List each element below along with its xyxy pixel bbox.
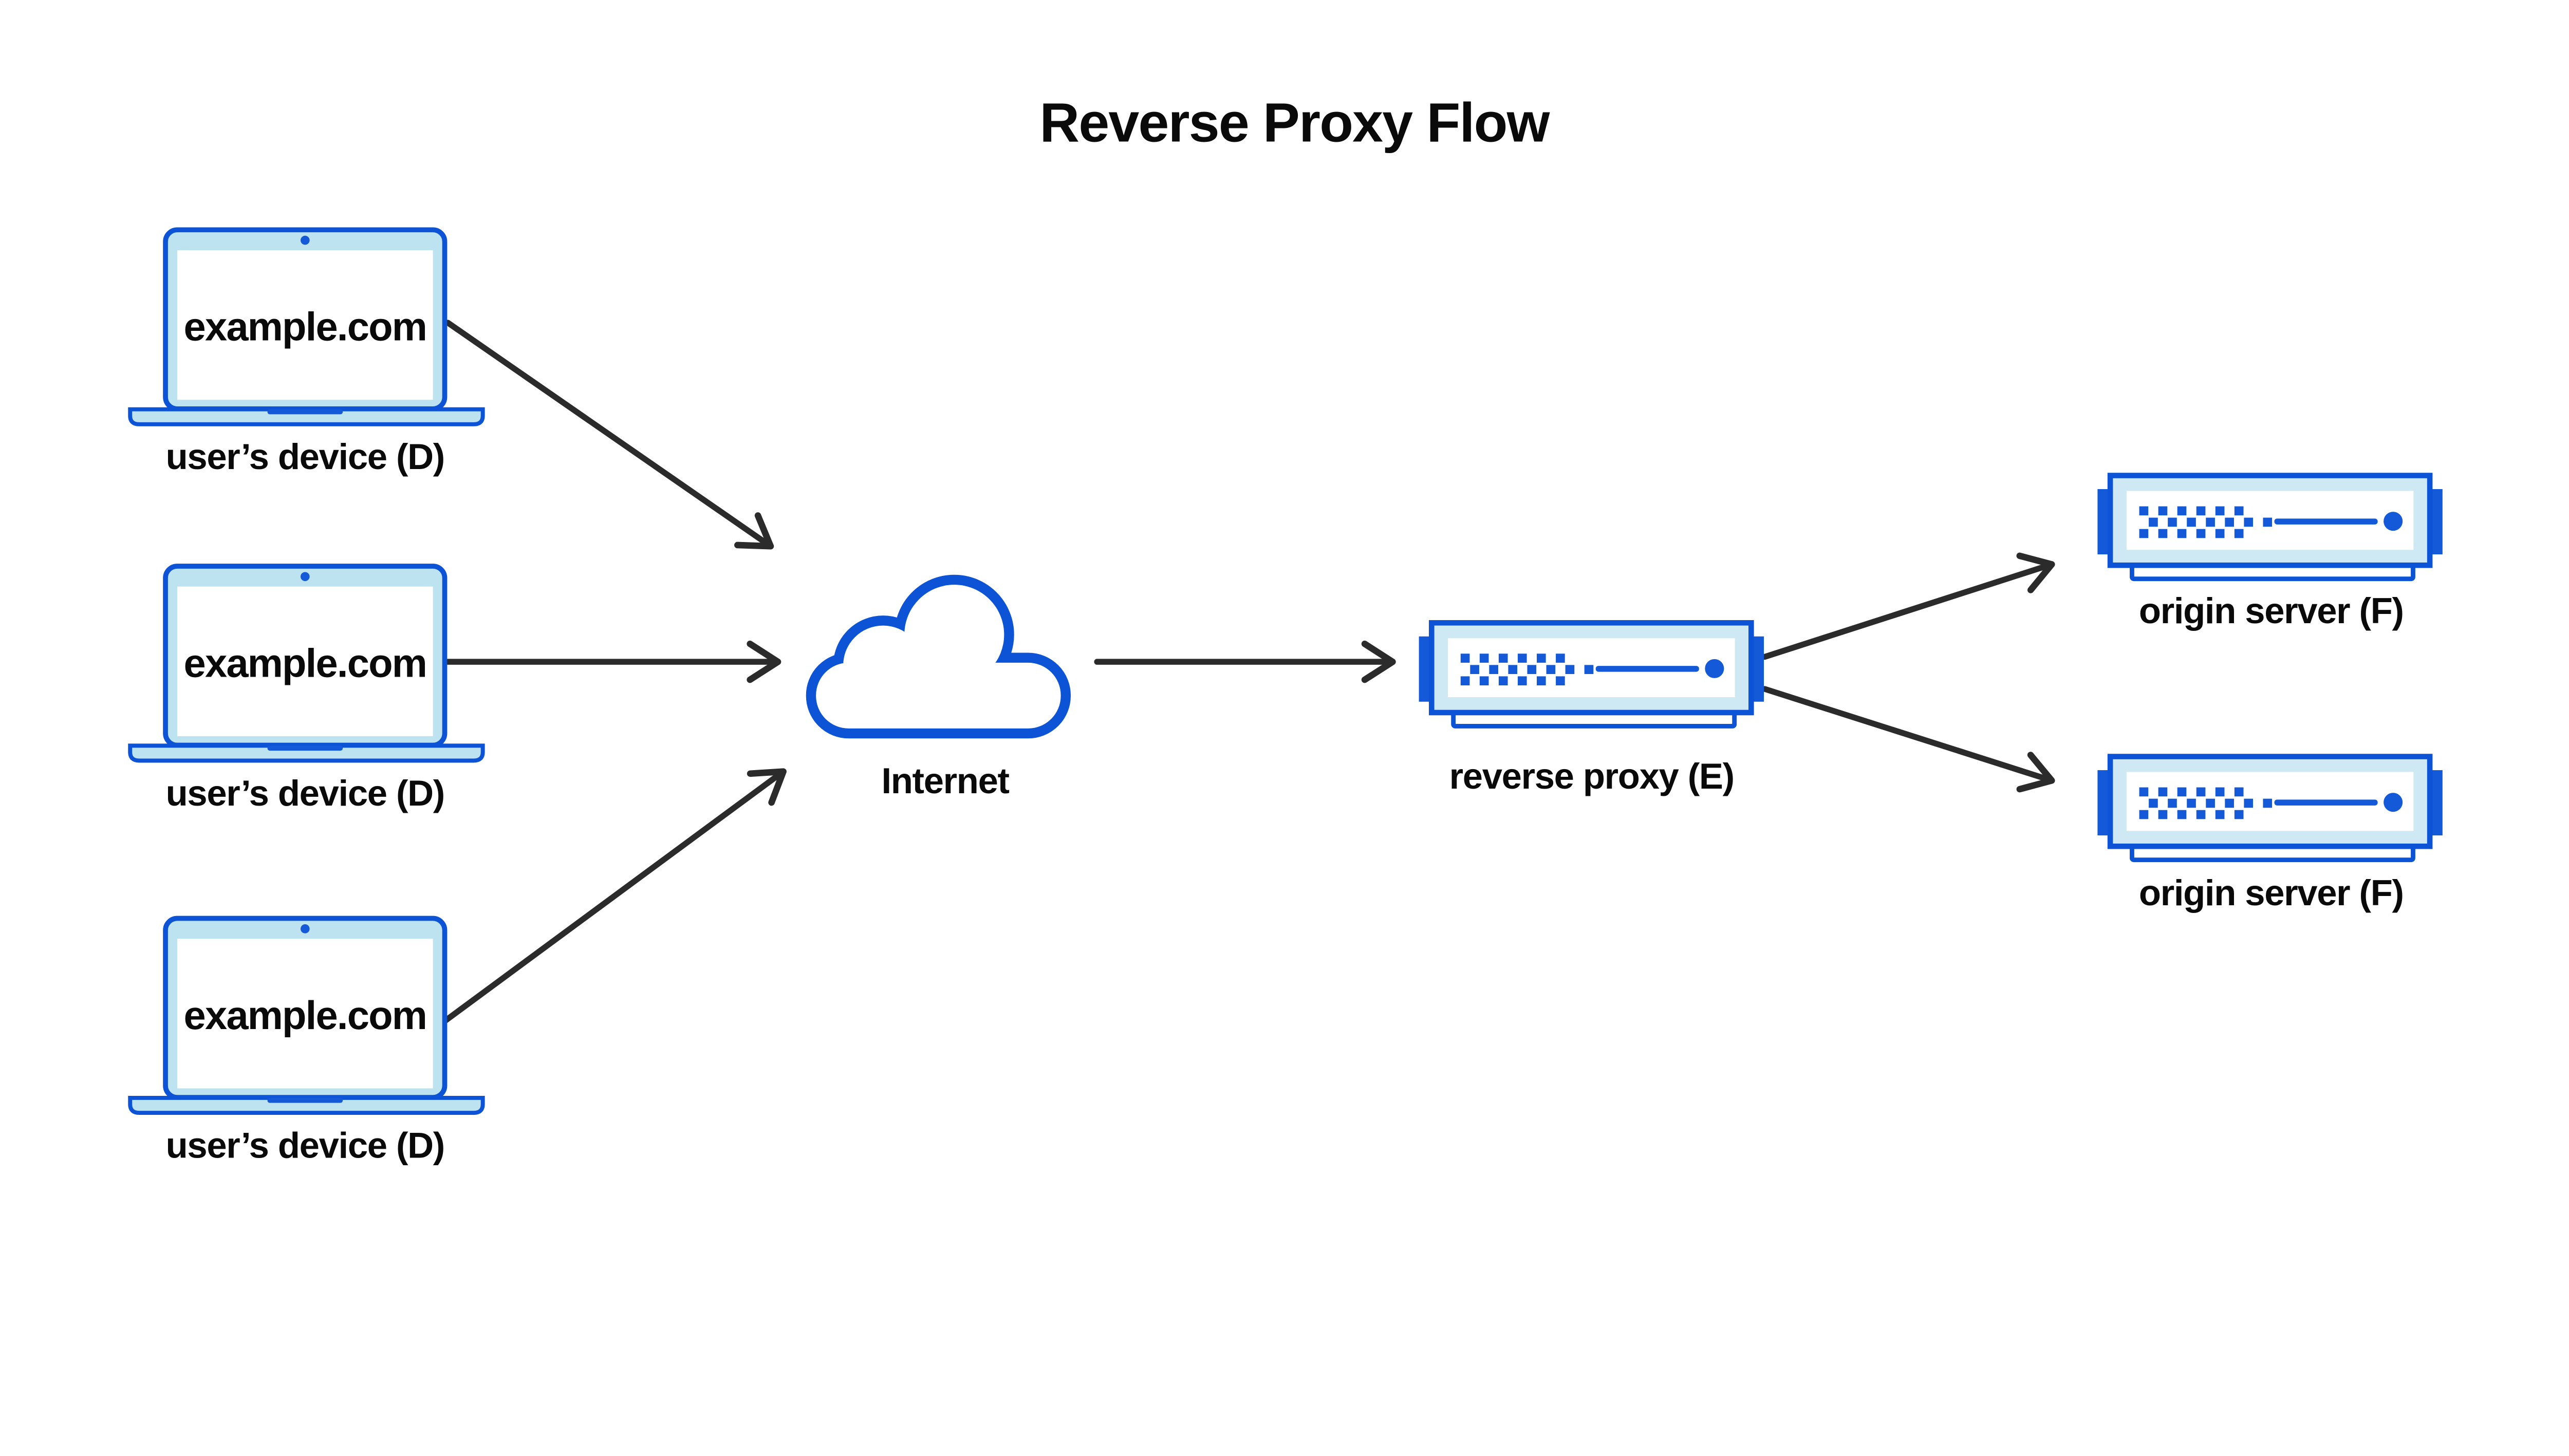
device-caption: user’s device (D) [166,436,444,477]
origin-server-label: origin server (F) [2139,872,2404,913]
server-icon [2097,757,2442,860]
diagram-stage: Reverse Proxy Flow example.com user’s de… [0,91,2569,1166]
server-icon [2097,476,2442,579]
origin-server-label: origin server (F) [2139,590,2404,631]
user-device-1: example.com user’s device (D) [130,230,482,477]
reverse-proxy-label: reverse proxy (E) [1449,756,1734,796]
user-device-2: example.com user’s device (D) [130,566,482,813]
device-caption: user’s device (D) [166,1125,444,1165]
internet-label: Internet [881,760,1009,801]
device-screen-label: example.com [184,641,426,685]
origin-server-2: origin server (F) [2097,757,2442,913]
server-icon [1419,623,1764,726]
diagram-title: Reverse Proxy Flow [1039,91,1550,153]
device-caption: user’s device (D) [166,773,444,813]
arrow-proxy-to-origin2 [1762,686,2055,793]
arrow-device3-to-internet [442,768,787,1024]
arrow-proxy-to-origin1 [1762,552,2055,660]
device-screen-label: example.com [184,994,426,1038]
device-screen-label: example.com [184,305,426,349]
cloud-body [816,585,1061,729]
cloud-icon [806,574,1071,739]
origin-server-1: origin server (F) [2097,476,2442,631]
flow-arrows [442,320,2055,1024]
arrow-device1-to-internet [444,320,774,550]
reverse-proxy-flow-diagram: Reverse Proxy Flow example.com user’s de… [0,91,2569,1165]
user-device-3: example.com user’s device (D) [130,919,482,1165]
reverse-proxy-node: reverse proxy (E) [1419,623,1764,796]
internet-node: Internet [806,574,1071,801]
